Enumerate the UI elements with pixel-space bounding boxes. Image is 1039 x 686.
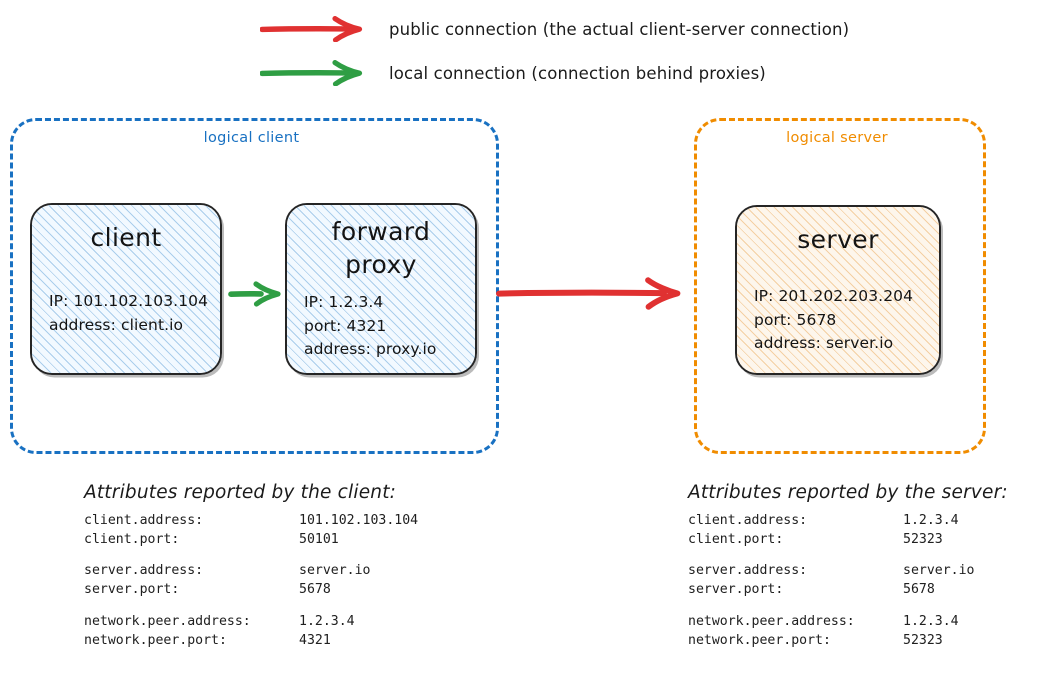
attr-row: server.address: server.io [84, 562, 418, 581]
attributes-client-table: client.address: 101.102.103.104 client.por… [84, 512, 418, 650]
node-client-title: client [90, 223, 162, 252]
node-client-attrs: IP: 101.102.103.104 address: client.io [49, 292, 209, 334]
attr-value: 4321 [299, 632, 331, 648]
attributes-client-heading: Attributes reported by the client: [84, 482, 397, 503]
attr-row: client.address: 101.102.103.104 [84, 512, 418, 531]
attr-spacer-cell [84, 549, 418, 562]
attr-key: server.port: [688, 582, 784, 598]
node-server-attrs: IP: 201.202.203.204 port: 5678 address: … [754, 287, 914, 353]
node-forward-proxy-hatch-fill [287, 205, 475, 373]
attr-value: 1.2.3.4 [903, 613, 959, 629]
attributes-server-heading: Attributes reported by the server: [688, 482, 1008, 503]
node-client-hatch-fill [32, 205, 220, 373]
legend-label-local: local connection (connection behind prox… [389, 63, 766, 83]
legend-row-local: local connection (connection behind prox… [260, 60, 766, 86]
attr-row: network.peer.port: 4321 [84, 632, 418, 651]
connector-proxy-to-server [496, 277, 681, 310]
attr-row: network.peer.address: 1.2.3.4 [84, 613, 418, 632]
green-arrow-icon [260, 60, 363, 86]
attr-value: 1.2.3.4 [903, 513, 959, 528]
attr-spacer-cell [84, 600, 418, 613]
attr-row-spacer [84, 549, 418, 562]
attr-value: 52323 [903, 531, 943, 547]
attr-value: 1.2.3.4 [299, 613, 355, 629]
attr-value: 52323 [903, 632, 943, 648]
attr-row: server.port: 5678 [688, 581, 974, 600]
node-forward-proxy[interactable]: forward proxy IP: 1.2.3.4 port: 4321 add… [285, 203, 477, 375]
attr-key: server.address: [84, 563, 204, 579]
node-forward-proxy-title: forward proxy [331, 217, 431, 279]
attr-spacer-cell [688, 549, 974, 562]
attr-value: server.io [299, 563, 371, 579]
attr-row-spacer [688, 600, 974, 613]
logical-client-label: logical client [203, 130, 300, 146]
red-arrow-icon [260, 16, 363, 42]
node-client[interactable]: client IP: 101.102.103.104 address: clie… [30, 203, 222, 375]
connector-client-to-proxy [228, 281, 281, 307]
attr-row-spacer [84, 600, 418, 613]
attributes-server-block: Attributes reported by the server: clien… [688, 482, 1008, 650]
attributes-client-tbody: client.address: 101.102.103.104 client.por… [84, 512, 418, 650]
node-forward-proxy-attrs: IP: 1.2.3.4 port: 4321 address: proxy.io [304, 293, 437, 359]
legend-row-public: public connection (the actual client-ser… [260, 16, 849, 42]
attr-key: server.address: [688, 563, 808, 579]
attr-key: network.peer.address: [84, 613, 251, 629]
attr-spacer-cell [688, 600, 974, 613]
attr-key: client.address: [688, 513, 808, 528]
attr-key: client.address: [84, 513, 204, 528]
attr-value: server.io [903, 563, 975, 579]
logical-client-group [10, 118, 499, 454]
attr-row: client.port: 52323 [688, 531, 974, 550]
attr-key: client.port: [688, 531, 784, 547]
node-server-title: server [797, 225, 879, 254]
attr-row: server.port: 5678 [84, 581, 418, 600]
attr-key: network.peer.port: [688, 632, 831, 648]
attr-row: client.address: 1.2.3.4 [688, 512, 974, 531]
attr-row-spacer [688, 549, 974, 562]
attr-value: 5678 [903, 582, 935, 598]
node-server-hatch-fill [737, 207, 939, 373]
attr-key: network.peer.address: [688, 613, 855, 629]
logical-server-group [694, 118, 986, 454]
node-server[interactable]: server IP: 201.202.203.204 port: 5678 ad… [735, 205, 941, 375]
attr-row: server.address: server.io [688, 562, 974, 581]
attr-key: server.port: [84, 582, 180, 598]
attr-row: network.peer.address: 1.2.3.4 [688, 613, 974, 632]
attr-key: network.peer.port: [84, 632, 227, 648]
legend-label-public: public connection (the actual client-ser… [389, 19, 850, 39]
attributes-client-block: Attributes reported by the client: clien… [84, 482, 418, 650]
attr-value: 5678 [299, 582, 331, 598]
attr-row: client.port: 50101 [84, 531, 418, 550]
attr-row: network.peer.port: 52323 [688, 632, 974, 651]
attr-value: 101.102.103.104 [299, 513, 419, 528]
attr-value: 50101 [299, 531, 339, 547]
logical-server-label: logical server [786, 130, 888, 146]
attr-key: client.port: [84, 531, 180, 547]
